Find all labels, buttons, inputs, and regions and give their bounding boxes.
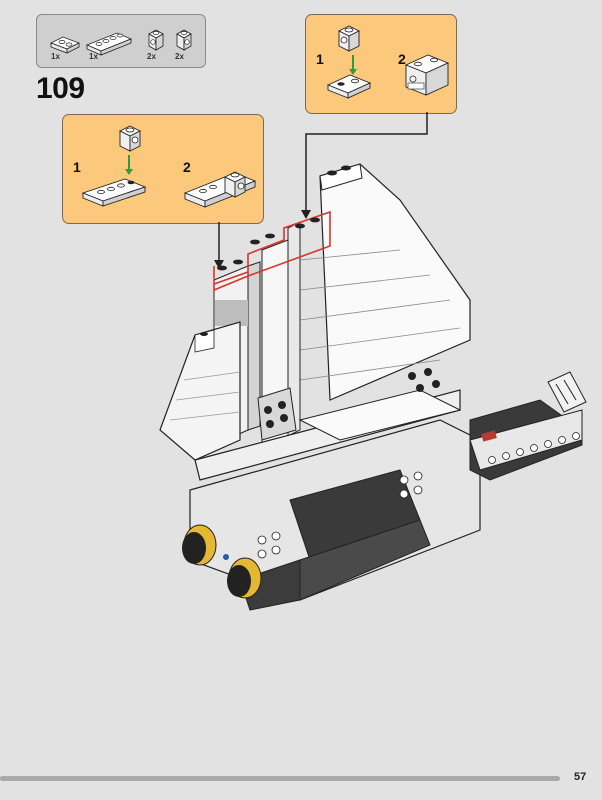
brick-icon — [404, 54, 450, 96]
arrow-down-icon — [125, 155, 133, 175]
subassembly-illustration — [326, 25, 450, 99]
substep-label: 2 — [398, 51, 406, 67]
parts-list-illustration — [50, 29, 192, 56]
plate-icon — [326, 74, 372, 99]
substep-label: 1 — [316, 51, 324, 67]
brick-icon — [118, 125, 142, 152]
part-quantity: 2x — [147, 52, 156, 61]
plate-icon — [85, 32, 133, 56]
step-number: 109 — [36, 72, 85, 105]
brick-icon — [176, 29, 192, 51]
brick-icon — [337, 25, 361, 52]
parts-list: 1x 1x 2x 2x — [36, 14, 206, 68]
page-number: 57 — [574, 771, 587, 783]
page-progress-fill — [0, 776, 521, 781]
subassembly-illustration — [81, 125, 257, 208]
subassembly-callout-right: 1 2 — [305, 14, 457, 114]
arrow-down-icon — [349, 55, 357, 75]
substep-label: 1 — [73, 159, 81, 175]
plate-icon — [183, 171, 257, 208]
plate-icon — [50, 36, 80, 54]
brick-icon — [148, 29, 164, 51]
model-icon — [159, 163, 587, 611]
part-quantity: 1x — [89, 52, 98, 61]
part-quantity: 2x — [175, 52, 184, 61]
subassembly-callout-left: 1 2 — [62, 114, 264, 224]
plate-icon — [81, 178, 147, 207]
part-quantity: 1x — [51, 52, 60, 61]
substep-label: 2 — [183, 159, 191, 175]
page-progress-bar — [0, 776, 560, 781]
wheel — [182, 524, 262, 599]
